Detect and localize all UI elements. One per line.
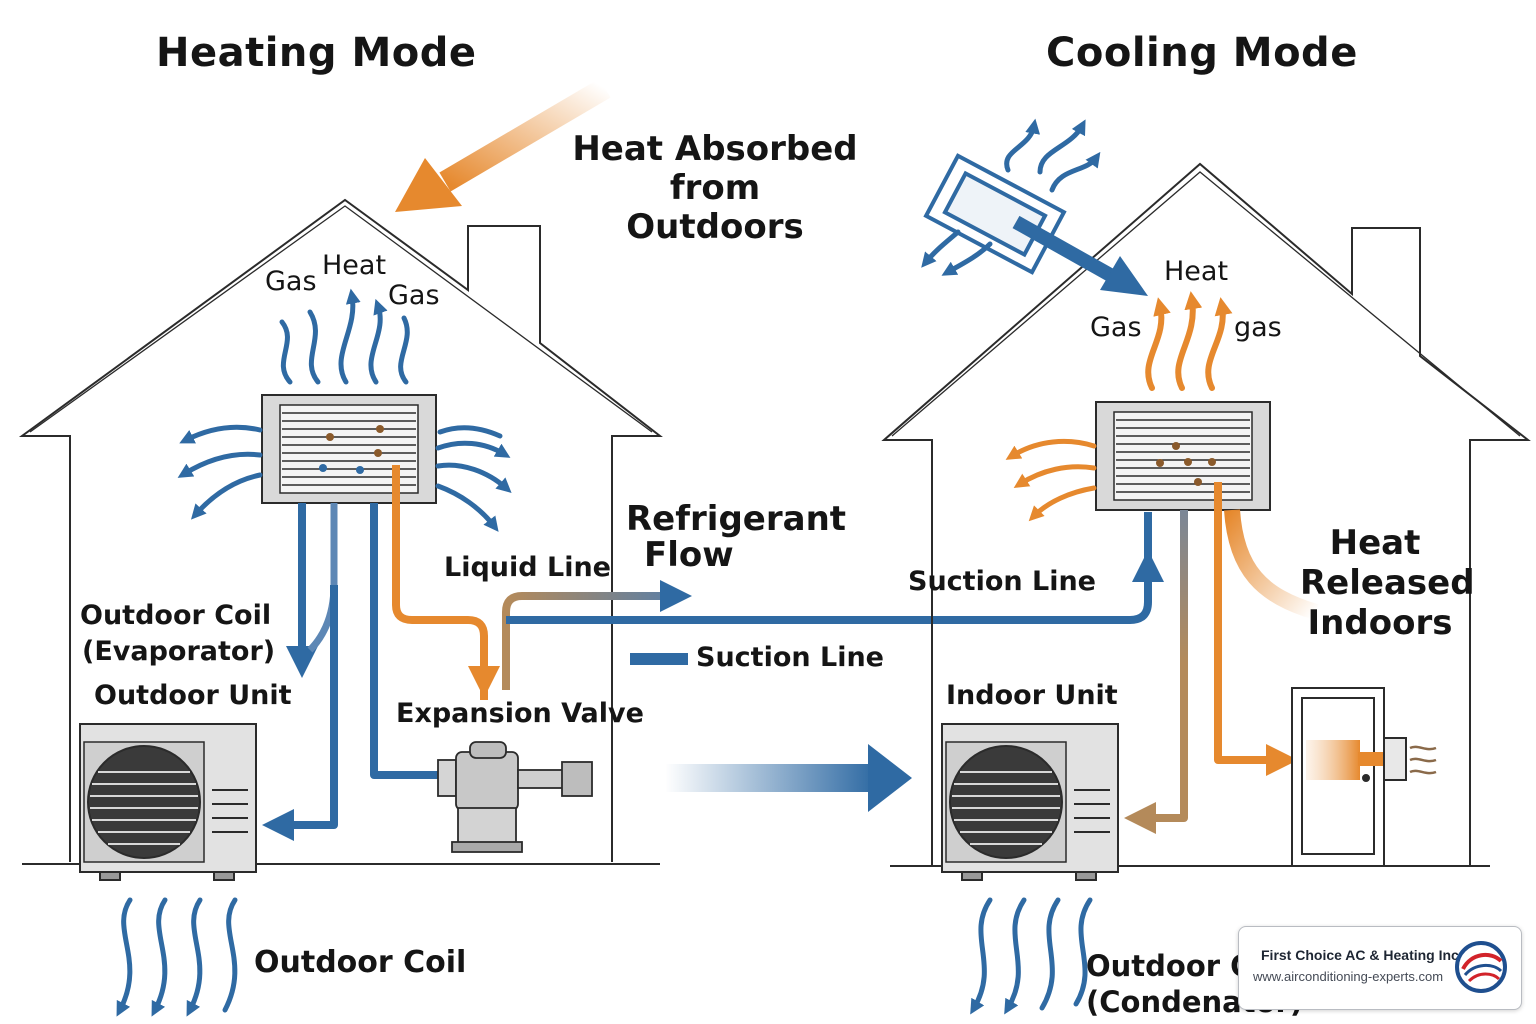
outdoor-coil-evaporator-label-1: Outdoor Coil — [80, 600, 272, 631]
heating-gas-right-label: Gas — [388, 280, 440, 311]
refrigerant-flow-label-2: Flow — [644, 535, 734, 575]
heating-gas-left-label: Gas — [265, 266, 317, 297]
cooling-indoor-unit-box — [941, 723, 1119, 881]
company-badge[interactable]: First Choice AC & Heating Inc www.aircon… — [1238, 926, 1522, 1010]
refrigerant-flow-label-1: Refrigerant — [626, 499, 847, 539]
cooling-gas-right-label: gas — [1234, 312, 1282, 343]
heating-mode-title: Heating Mode — [156, 30, 477, 76]
heat-released-label-3: Indoors — [1307, 603, 1453, 643]
heating-outdoor-unit — [79, 723, 257, 881]
indoor-unit-label: Indoor Unit — [946, 680, 1118, 711]
cooling-side-air-arrows — [1005, 438, 1097, 522]
cooling-gas-left-label: Gas — [1090, 312, 1142, 343]
heat-absorbed-arrow — [395, 78, 611, 212]
heating-heat-label: Heat — [322, 250, 387, 281]
heating-wavy-arrows — [279, 288, 410, 385]
heating-side-air-arrows — [177, 424, 512, 532]
suction-line-legend-bar — [630, 653, 688, 665]
suction-line-top-label: Suction Line — [908, 566, 1096, 597]
cooling-mode-title: Cooling Mode — [1046, 30, 1358, 76]
expansion-valve-label: Expansion Valve — [396, 698, 644, 729]
heating-outdoor-unit-label: Outdoor Unit — [94, 680, 292, 711]
expansion-valve — [437, 741, 593, 853]
heating-indoor-coil — [261, 394, 437, 504]
company-logo-icon — [1455, 941, 1507, 993]
suction-line-pipe — [506, 550, 1164, 624]
cooling-refrigerant-pipes — [1124, 482, 1319, 834]
heating-outdoor-coil-bottom-label: Outdoor Coil — [254, 945, 467, 980]
suction-line-legend-label: Suction Line — [696, 642, 884, 673]
heat-released-label-1: Heat — [1329, 523, 1421, 563]
company-name: First Choice AC & Heating Inc — [1261, 947, 1459, 963]
outdoor-coil-evaporator-label-2: (Evaporator) — [82, 636, 276, 667]
heating-refrigerant-pipes — [262, 465, 692, 841]
cooling-wavy-arrows — [1145, 291, 1233, 391]
indoor-heat-output — [1306, 737, 1437, 781]
cooling-indoor-coil — [1095, 401, 1271, 511]
center-flow-arrow — [665, 744, 912, 812]
company-url[interactable]: www.airconditioning-experts.com — [1253, 969, 1444, 984]
cooling-heat-label: Heat — [1164, 256, 1229, 287]
heat-released-label-2: Released — [1300, 563, 1475, 603]
cooling-vent-fixture — [921, 118, 1148, 296]
heating-outdoor-coil-waves — [116, 897, 238, 1017]
cooling-outdoor-coil-waves — [970, 897, 1093, 1015]
heat-absorbed-label: Heat Absorbed from Outdoors — [572, 129, 858, 248]
liquid-line-label: Liquid Line — [444, 552, 611, 583]
